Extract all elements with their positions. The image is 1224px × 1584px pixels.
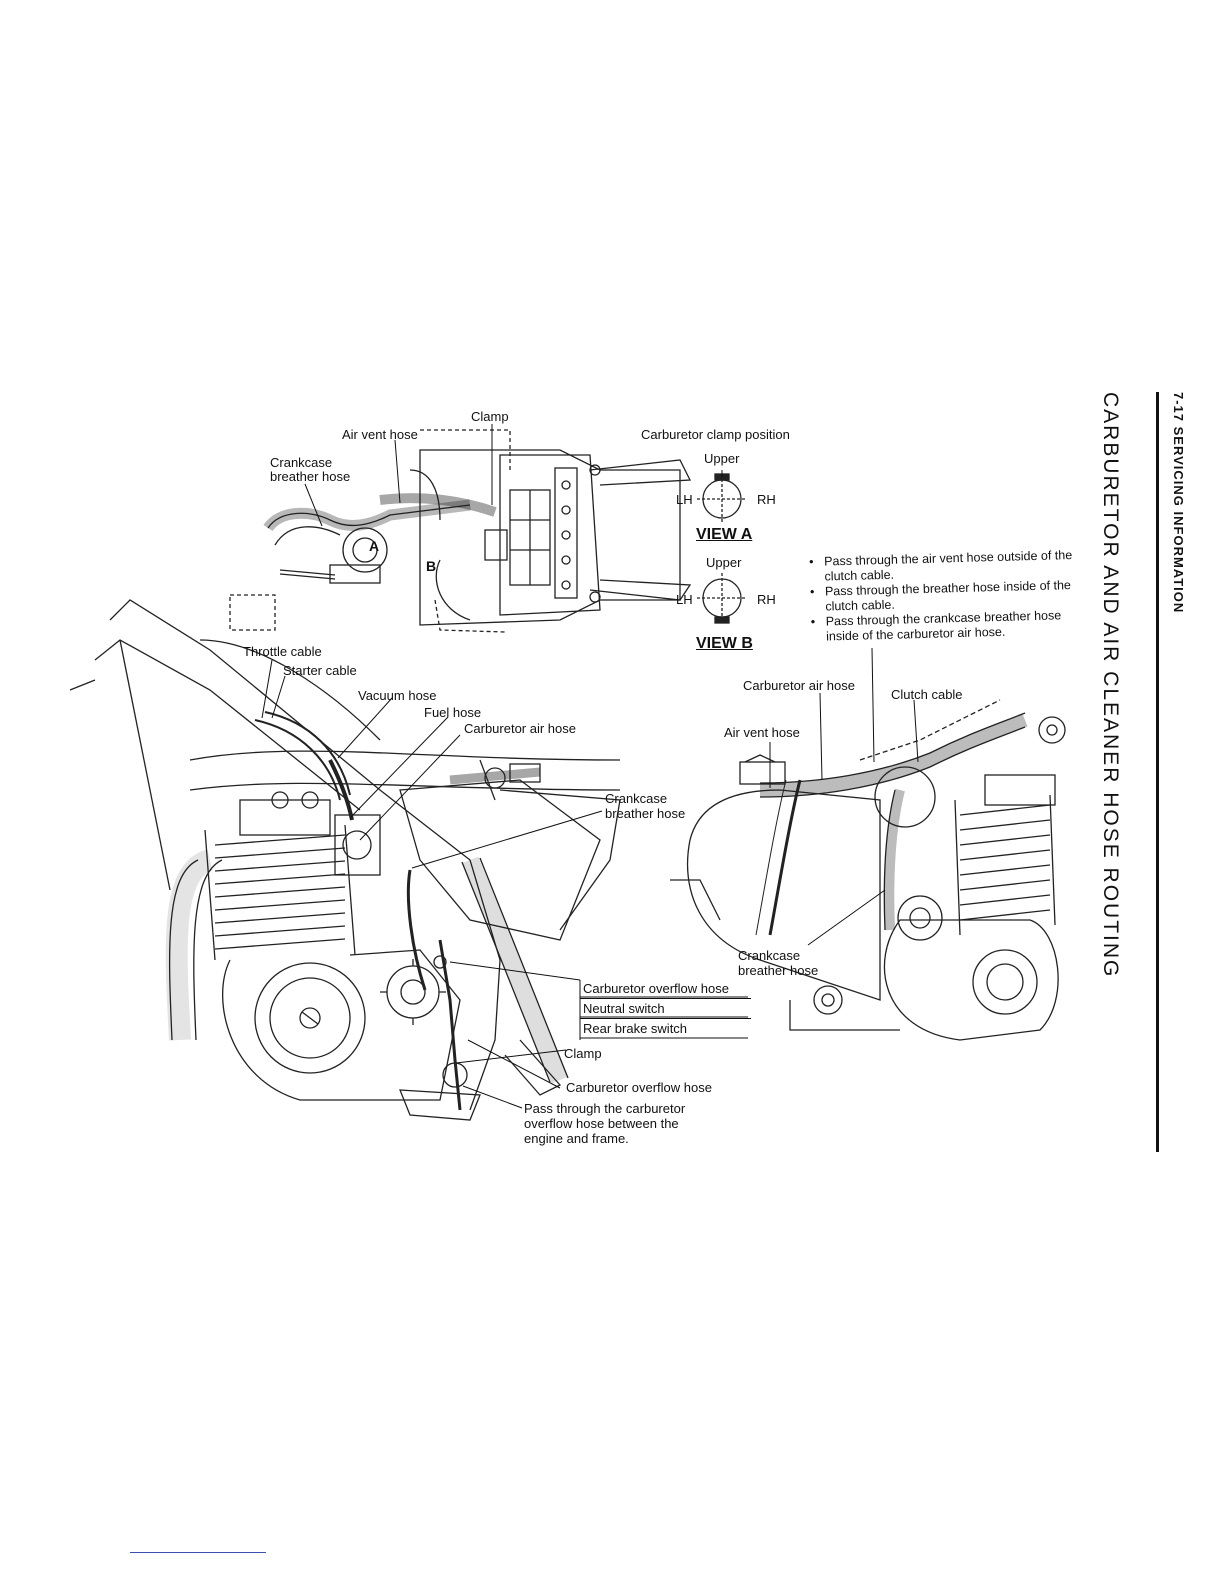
view-a-rh: RH — [757, 492, 776, 507]
label-crankcase-left-1: Crankcase — [605, 791, 668, 806]
clamp-position-title: Carburetor clamp position — [641, 427, 790, 442]
right-cylinder-fins — [954, 794, 1056, 936]
view-a-title: VIEW A — [696, 526, 753, 543]
label-clutch-cable: Clutch cable — [891, 687, 963, 702]
label-rear-brake-switch: Rear brake switch — [580, 1018, 751, 1038]
label-fuel-hose: Fuel hose — [424, 705, 482, 720]
header: 7-17 SERVICING INFORMATION — [1164, 392, 1186, 1152]
label-air-vent-hose-right: Air vent hose — [724, 725, 800, 740]
page-title: CARBURETOR AND AIR CLEANER HOSE ROUTING — [1099, 392, 1122, 979]
label-clamp-top: Clamp — [471, 409, 509, 424]
label-crankcase-left-2: breather hose — [605, 806, 686, 821]
label-crankcase-right-2: breather hose — [738, 963, 819, 978]
view-a-upper: Upper — [704, 451, 740, 466]
footer-rule — [130, 1552, 266, 1553]
label-overflow-hose-left: Carburetor overflow hose — [566, 1080, 712, 1095]
view-b-upper: Upper — [706, 555, 742, 570]
label-crankcase-top-1: Crankcase — [270, 455, 333, 470]
label-throttle-cable: Throttle cable — [243, 644, 322, 659]
overflow-note-3: engine and frame. — [524, 1131, 629, 1146]
left-view-drawing — [69, 594, 621, 1121]
overflow-note-2: overflow hose between the — [524, 1116, 679, 1131]
overflow-note-1: Pass through the carburetor — [524, 1101, 686, 1116]
leader-lines — [261, 424, 919, 1109]
right-view-drawing — [670, 699, 1066, 1041]
label-overflow-hose-box: Carburetor overflow hose — [583, 981, 729, 996]
label-crankcase-top-2: breather hose — [270, 469, 351, 484]
view-b-lh: LH — [676, 592, 693, 607]
label-air-vent-hose-top: Air vent hose — [342, 427, 418, 442]
routing-notes: Pass through the air vent hose outside o… — [806, 548, 1088, 645]
view-a-lh: LH — [676, 492, 693, 507]
section-header: 7-17 SERVICING INFORMATION — [1171, 392, 1186, 614]
top-view-drawing — [263, 429, 692, 633]
label-carburetor-air-hose-right: Carburetor air hose — [743, 678, 855, 693]
marker-a: A — [369, 538, 380, 554]
label-vacuum-hose: Vacuum hose — [358, 688, 437, 703]
header-rule — [1156, 392, 1159, 1152]
marker-b: B — [426, 558, 437, 574]
label-clamp-left: Clamp — [564, 1046, 602, 1061]
label-starter-cable: Starter cable — [283, 663, 357, 678]
cylinder-fins — [204, 824, 356, 961]
label-neutral-switch: Neutral switch — [580, 998, 751, 1018]
view-b-title: VIEW B — [696, 635, 753, 652]
view-a-figure — [697, 473, 747, 524]
view-b-rh: RH — [757, 592, 776, 607]
label-crankcase-right-1: Crankcase — [738, 948, 801, 963]
label-carburetor-air-hose-left: Carburetor air hose — [464, 721, 576, 736]
view-b-figure — [697, 573, 747, 624]
